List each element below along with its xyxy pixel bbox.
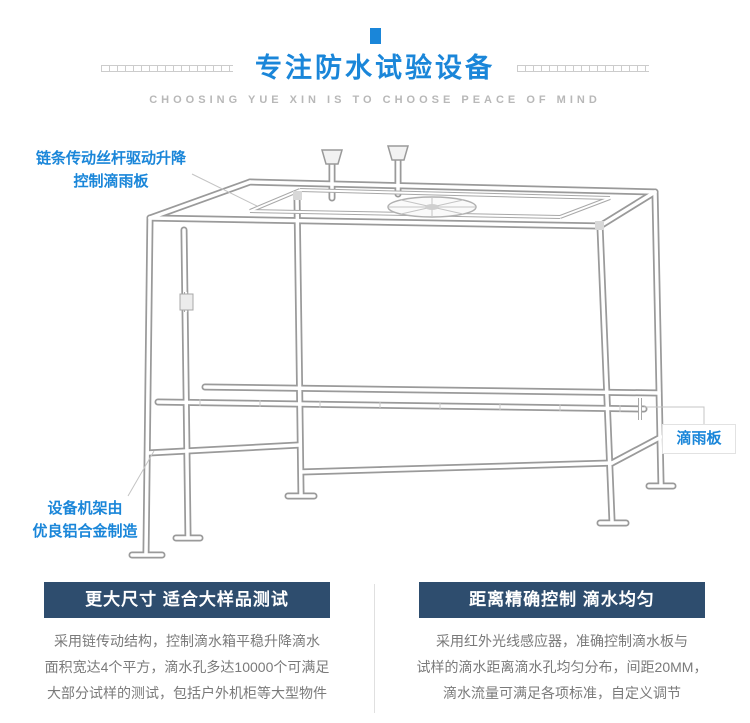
- page-header: 专注防水试验设备 CHOOSING YUE XIN IS TO CHOOSE P…: [0, 28, 750, 106]
- pipe-caps: [321, 145, 409, 165]
- accent-mark: [369, 28, 381, 44]
- feature-precision-title: 距离精确控制 滴水均匀: [419, 582, 705, 619]
- feature-section: 更大尺寸 适合大样品测试 采用链传动结构，控制滴水箱平稳升降滴水 面积宽达4个平…: [0, 578, 750, 719]
- corner-joints: [179, 191, 604, 311]
- callout-lift-mechanism: 链条传动丝杆驱动升降 控制滴雨板: [22, 148, 200, 193]
- feature-size: 更大尺寸 适合大样品测试 采用链传动结构，控制滴水箱平稳升降滴水 面积宽达4个平…: [0, 582, 374, 719]
- page-subtitle: CHOOSING YUE XIN IS TO CHOOSE PEACE OF M…: [149, 94, 601, 107]
- feature-size-title: 更大尺寸 适合大样品测试: [44, 582, 330, 619]
- callout-alloy-line1: 设备机架由: [47, 500, 123, 518]
- feature-divider: [374, 584, 375, 714]
- leader-lines: [127, 173, 705, 497]
- feature-size-body: 采用链传动结构，控制滴水箱平稳升降滴水 面积宽达4个平方，滴水孔多达10000个…: [44, 633, 330, 701]
- callout-lift-line2: 控制滴雨板: [73, 172, 149, 190]
- feature-precision-body: 采用红外光线感应器，准确控制滴水板与 试样的滴水距离滴水孔均匀分布，间距20MM…: [416, 633, 708, 701]
- frame-illustration: [127, 145, 705, 578]
- page-title: 专注防水试验设备: [255, 53, 495, 83]
- product-figure: 链条传动丝杆驱动升降 控制滴雨板 设备机架由 优良铝合金制造 滴雨板: [0, 106, 750, 578]
- callout-alloy-frame: 设备机架由 优良铝合金制造: [10, 498, 160, 543]
- deco-line-right: [517, 65, 649, 73]
- fan-vent: [387, 196, 477, 218]
- feature-precision: 距离精确控制 滴水均匀 采用红外光线感应器，准确控制滴水板与 试样的滴水距离滴水…: [375, 582, 749, 719]
- callout-lift-line1: 链条传动丝杆驱动升降: [35, 150, 186, 168]
- callout-drip-board-label: 滴雨板: [662, 424, 736, 455]
- deco-line-left: [101, 65, 233, 73]
- shelf-ticks: [199, 399, 621, 413]
- callout-alloy-line2: 优良铝合金制造: [32, 522, 138, 540]
- title-row: 专注防水试验设备: [0, 53, 750, 84]
